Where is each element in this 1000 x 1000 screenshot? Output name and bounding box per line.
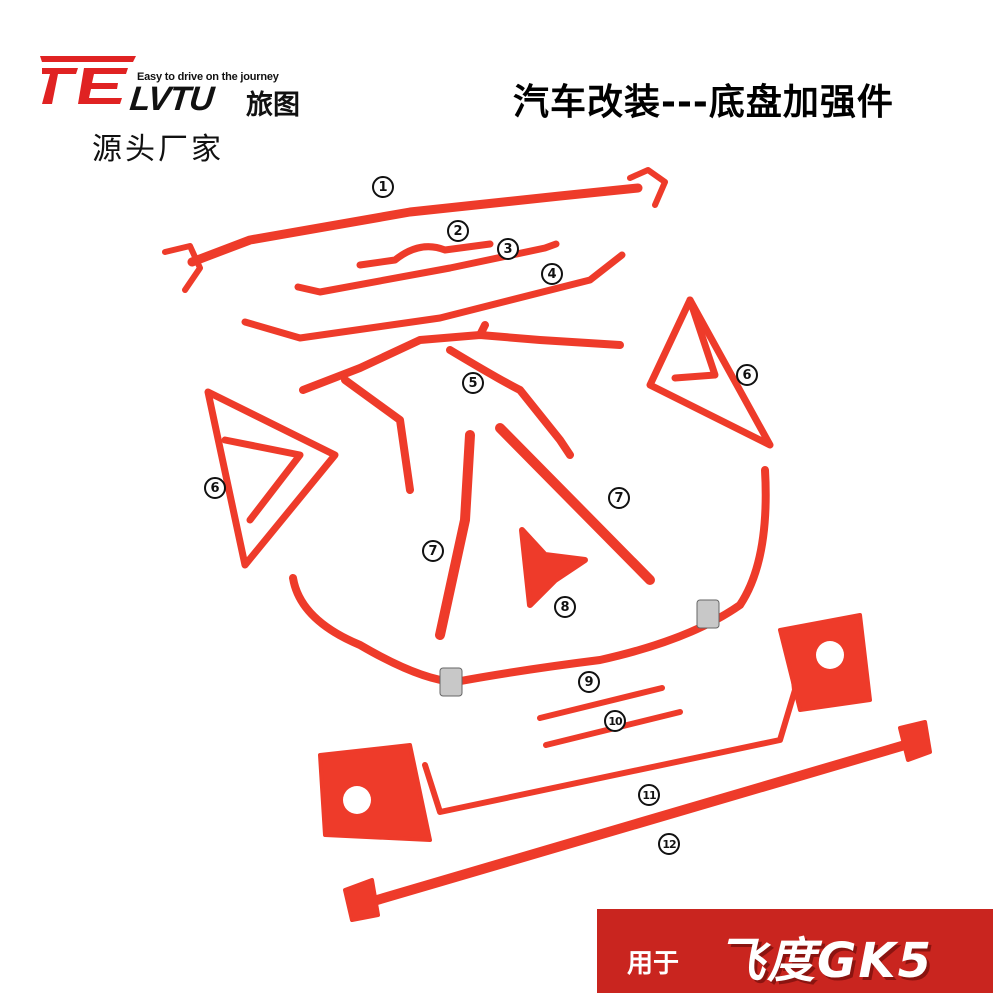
part-8-bracket: [519, 527, 588, 608]
part-7-bar-b: [495, 423, 655, 585]
part-10-link-a: [537, 685, 665, 721]
part-6-triangle-left: [204, 388, 339, 569]
part-label-7-right: 7: [608, 487, 630, 509]
brand-subtitle: 源头厂家: [92, 132, 224, 167]
part-label-10: 10: [604, 710, 626, 732]
part-12-bar: [343, 720, 932, 922]
part-2-bracket: [356, 240, 494, 269]
part-label-8: 8: [554, 596, 576, 618]
part-label-12: 12: [658, 833, 680, 855]
page-headline: 汽车改装---底盘加强件: [513, 82, 894, 123]
part-11-bar: [318, 613, 872, 842]
part-label-7-left: 7: [422, 540, 444, 562]
part-7-bar-a: [435, 430, 475, 640]
part-3-bar: [294, 240, 560, 296]
part-label-11: 11: [638, 784, 660, 806]
banner-model: 飞度GK5: [717, 933, 933, 989]
lvtu-te-logo-icon: [40, 56, 136, 104]
part-5-brace: [299, 321, 624, 494]
part-label-5: 5: [462, 372, 484, 394]
part-label-6-left: 6: [204, 477, 226, 499]
vehicle-fitment-banner: 用于 飞度GK5: [597, 909, 993, 993]
sway-bar-bushings: [439, 599, 720, 697]
part-9-sway-bar: [289, 466, 770, 686]
part-label-6-right: 6: [736, 364, 758, 386]
part-label-3: 3: [497, 238, 519, 260]
part-label-9: 9: [578, 671, 600, 693]
brand-tagline: Easy to drive on the journey: [137, 71, 279, 83]
part-6-triangle-right: [646, 296, 774, 449]
banner-prefix: 用于: [627, 949, 680, 979]
part-4-bar: [241, 251, 626, 342]
part-label-1: 1: [372, 176, 394, 198]
part-label-2: 2: [447, 220, 469, 242]
part-label-4: 4: [541, 263, 563, 285]
brand-name-cn: 旅图: [246, 90, 300, 121]
part-1-strut-bar: [162, 167, 668, 293]
